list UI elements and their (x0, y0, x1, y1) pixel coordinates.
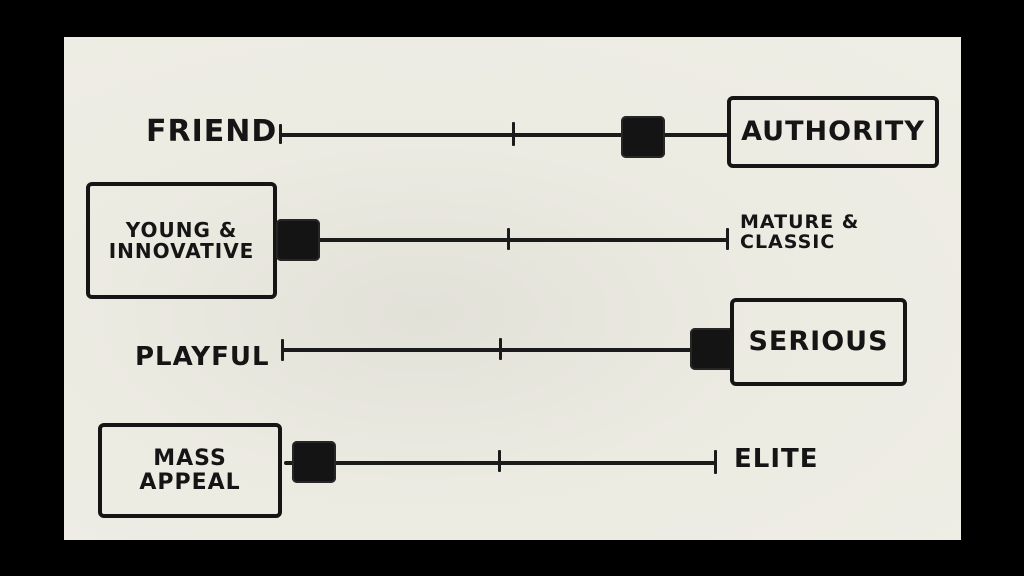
scale-mid-tick (499, 338, 502, 360)
scale-slider-knob[interactable] (620, 116, 665, 158)
scale-left-label: PLAYFUL (135, 342, 270, 373)
scale-mid-tick (512, 122, 515, 146)
scale-right-label-selected: AUTHORITY (727, 96, 939, 168)
scale-mid-tick (498, 450, 501, 472)
whiteboard (64, 37, 961, 540)
scale-mid-tick (507, 228, 510, 250)
scale-end-tick (726, 228, 729, 250)
scale-start-tick (279, 124, 282, 144)
scale-slider-knob[interactable] (276, 219, 320, 261)
scale-track (280, 133, 728, 137)
scale-left-label-selected: YOUNG & INNOVATIVE (86, 182, 277, 299)
scale-right-label-selected: SERIOUS (730, 298, 907, 386)
scale-right-label: MATURE & CLASSIC (740, 211, 860, 253)
scale-left-label: FRIEND (146, 114, 278, 150)
scale-slider-knob[interactable] (292, 441, 337, 483)
scale-track (298, 238, 728, 242)
scale-end-tick (714, 450, 717, 474)
scale-left-label-selected: MASS APPEAL (98, 423, 282, 518)
scale-start-tick (281, 339, 284, 361)
scale-track (282, 348, 730, 352)
scale-slider-knob[interactable] (690, 328, 735, 370)
scale-right-label: ELITE (734, 444, 819, 475)
